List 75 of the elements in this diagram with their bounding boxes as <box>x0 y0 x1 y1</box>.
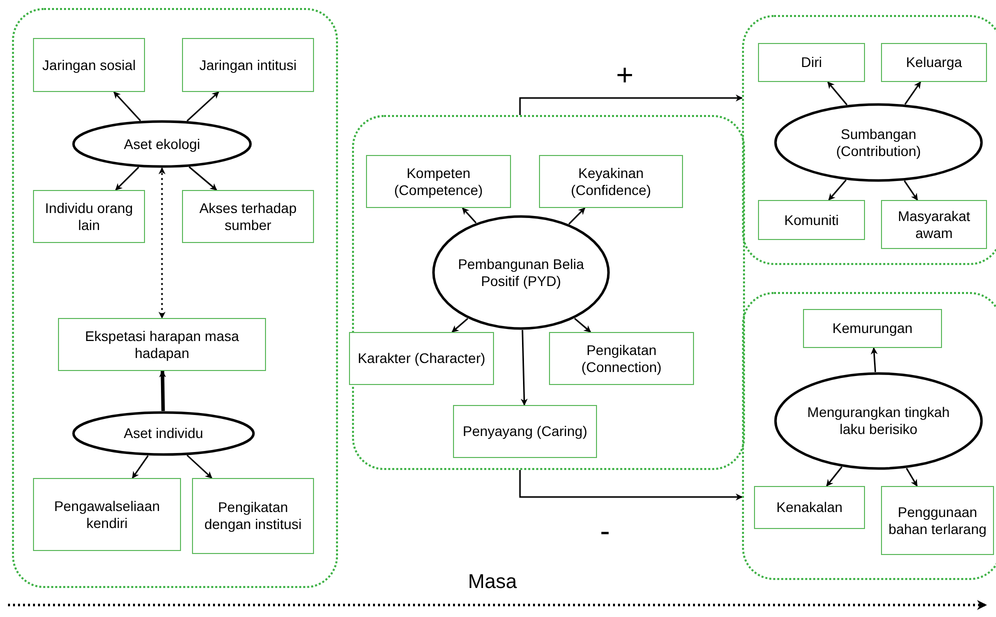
concept-box <box>192 478 314 554</box>
dotted-group-frame <box>742 292 996 580</box>
node-label: Keyakinan (Confidence) <box>570 164 652 198</box>
arrow <box>132 455 149 479</box>
ellipse-node <box>72 120 252 168</box>
concept-box <box>758 43 865 82</box>
ellipse-node <box>774 372 983 470</box>
concept-box <box>349 332 494 385</box>
concept-box <box>754 486 865 529</box>
ellipse-node <box>72 411 255 456</box>
node-label: Pembangunan Belia Positif (PYD) <box>456 256 586 290</box>
node-label: Aset individu <box>124 425 204 442</box>
ellipse-node <box>774 103 983 182</box>
concept-box <box>182 190 314 243</box>
arrow <box>186 91 220 122</box>
node-label: Diri <box>801 54 822 71</box>
arrow <box>159 370 166 412</box>
node-label: Akses terhadap sumber <box>198 200 298 234</box>
node-label: Komuniti <box>784 212 839 228</box>
node-label: Kemurungan <box>832 320 913 337</box>
arrow <box>520 330 528 406</box>
arrow <box>452 318 468 333</box>
node-label: Individu orang lain <box>44 200 134 234</box>
dotted-group-frame <box>12 8 338 588</box>
node-label: Sumbangan (Contribution) <box>835 126 922 160</box>
concept-box <box>881 43 987 82</box>
arrow <box>828 180 847 201</box>
arrow <box>519 94 743 115</box>
arrow <box>462 207 477 224</box>
node-label: Masyarakat awam <box>896 208 972 242</box>
arrow <box>904 81 922 105</box>
arrow <box>568 207 586 225</box>
node-label: Penggunaan bahan terlarang <box>887 504 988 538</box>
node-label: Pengawalseliaan kendiri <box>53 498 161 532</box>
concept-box <box>366 155 511 208</box>
node-label: Ekspetasi harapan masa hadapan <box>84 328 240 362</box>
node-label: Jaringan intitusi <box>199 56 297 74</box>
concept-box <box>58 318 266 371</box>
dotted-group-frame <box>352 115 745 470</box>
concept-box <box>453 405 597 458</box>
node-label: Mengurangkan tingkah laku berisiko <box>806 404 951 438</box>
node-label: Penyayang (Caring) <box>462 423 588 440</box>
concept-box <box>881 486 994 555</box>
arrow <box>186 454 212 479</box>
concept-box <box>539 155 683 208</box>
arrow <box>574 318 592 333</box>
ellipse-node <box>432 215 610 330</box>
concept-box <box>803 309 942 348</box>
arrow <box>115 166 140 191</box>
concept-box <box>881 200 987 249</box>
node-label: Kompeten (Competence) <box>393 164 484 198</box>
node-label: Pengikatan dengan institusi <box>203 499 303 533</box>
arrow <box>519 470 743 500</box>
concept-box <box>33 190 145 243</box>
concept-box <box>182 38 314 92</box>
arrow <box>188 166 218 191</box>
arrow <box>826 466 842 487</box>
node-label: Kenakalan <box>776 499 843 516</box>
node-label: Jaringan sosial <box>42 56 136 74</box>
arrow <box>158 167 166 319</box>
time-axis-label: Masa <box>468 572 517 592</box>
dotted-group-frame <box>742 15 996 265</box>
node-label: Keluarga <box>906 54 962 71</box>
concept-box <box>549 332 694 385</box>
concept-box <box>33 478 181 551</box>
arrow <box>870 347 878 372</box>
node-label: Karakter (Character) <box>358 350 486 367</box>
arrow <box>827 81 848 106</box>
arrow <box>113 91 142 122</box>
node-label: Aset ekologi <box>124 136 200 152</box>
arrow <box>906 468 918 487</box>
node-label: Pengikatan (Connection) <box>580 342 663 376</box>
concept-box <box>758 200 865 240</box>
concept-box <box>33 38 145 92</box>
arrow <box>904 180 918 201</box>
